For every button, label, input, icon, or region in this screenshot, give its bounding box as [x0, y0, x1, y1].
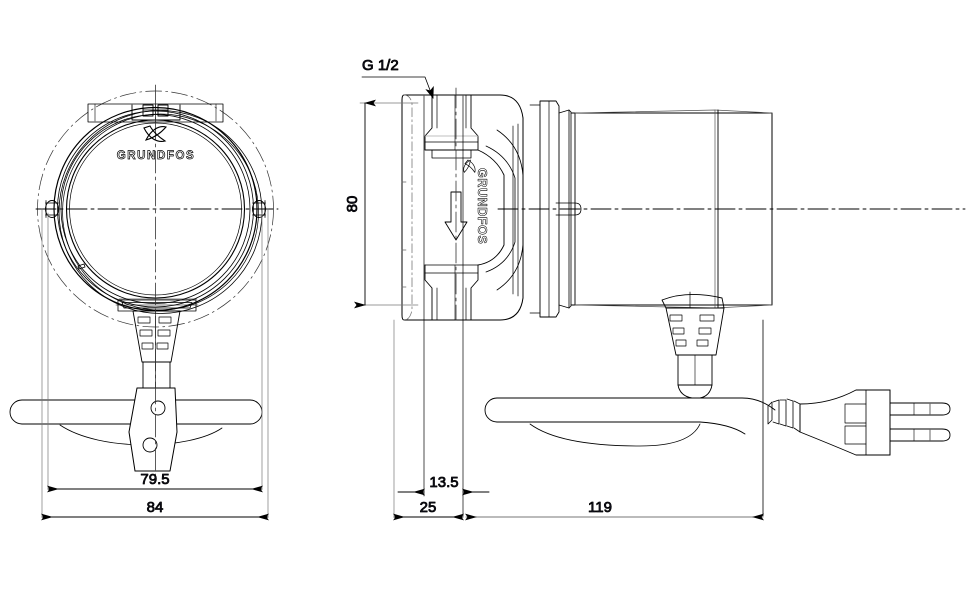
side-cable-gland	[661, 291, 725, 399]
front-top-bracket	[87, 103, 224, 123]
side-brand-and-flow: GRUNDFOS	[444, 159, 489, 245]
dim-80: 80	[344, 99, 419, 309]
dimension-layer: 79.5 84 80 13.5 25	[41, 57, 764, 521]
grundfos-logo-icon	[463, 159, 476, 173]
dim-84: 84	[41, 499, 269, 521]
side-mains-plug	[767, 389, 951, 456]
dim-119-label: 119	[588, 499, 612, 516]
front-terminal-plinth	[115, 298, 199, 312]
front-grundfos-logo-icon	[143, 125, 167, 142]
front-stator-back-ring	[58, 110, 263, 314]
dim-80-label: 80	[344, 196, 361, 213]
dim-79-5-label: 79.5	[140, 471, 169, 488]
side-pump-housing	[401, 94, 524, 321]
dim-13-5: 13.5	[397, 474, 490, 496]
flow-direction-arrow	[444, 191, 468, 241]
side-brand-text: GRUNDFOS	[475, 168, 489, 244]
front-ring-nib	[77, 263, 86, 270]
side-power-cable	[484, 397, 776, 447]
dim-25: 25	[393, 499, 464, 521]
dim-25-label: 25	[420, 499, 437, 516]
dim-119: 119	[465, 499, 764, 521]
dim-84-label: 84	[147, 499, 164, 516]
front-mounting-clamp	[128, 387, 178, 472]
thread-callout: G 1/2	[361, 57, 434, 99]
front-cable-gland	[132, 310, 181, 389]
dim-13-5-label: 13.5	[429, 474, 458, 491]
dim-79-5: 79.5	[47, 471, 263, 493]
side-view: GRUNDFOS	[401, 87, 966, 456]
thread-callout-label: G 1/2	[362, 57, 399, 74]
